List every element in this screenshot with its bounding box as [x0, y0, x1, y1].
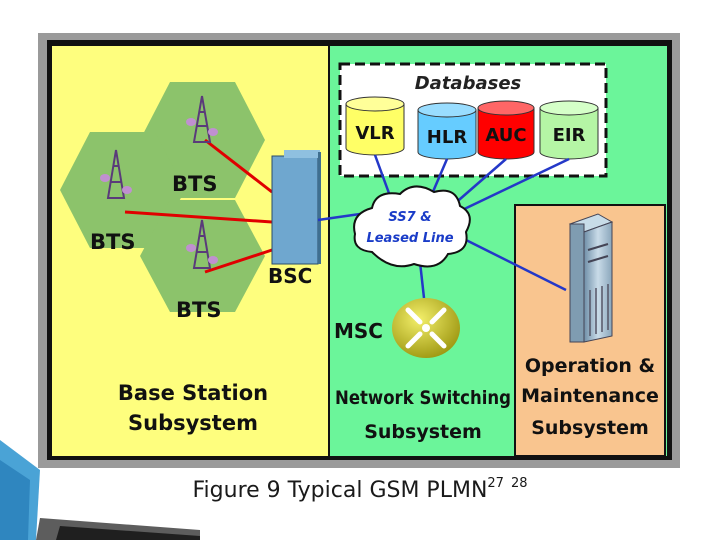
link-ss7-msc — [418, 261, 426, 299]
bts-label-bottom: BTS — [176, 298, 221, 322]
ss7-label-line2: Leased Line — [366, 231, 453, 246]
auc-label: AUC — [485, 125, 526, 146]
nss-label-line2: Subsystem — [364, 421, 482, 443]
link-bsc-ss7 — [317, 212, 361, 222]
bss-label-line2: Subsystem — [128, 411, 258, 435]
bts-cell-bottom — [140, 200, 265, 312]
msc-label: MSC — [334, 319, 383, 343]
bts-label-top: BTS — [172, 172, 217, 196]
oms-label-line2: Maintenance — [521, 385, 659, 407]
bts-tower-icon — [186, 95, 218, 143]
figure-caption: Figure 9 Typical GSM PLMN27 28 — [0, 476, 720, 503]
ss7-cloud — [353, 185, 471, 268]
link-bts-left-bsc — [124, 210, 273, 224]
databases-label: Databases — [415, 73, 522, 94]
oms-server-icon — [568, 213, 614, 343]
ss7-label-line1: SS7 & — [388, 210, 431, 225]
eir-label: EIR — [553, 125, 586, 146]
caption-ref-27: 27 — [487, 476, 504, 491]
link-ss7-oms — [457, 234, 567, 292]
vlr-database: VLR — [345, 96, 405, 156]
eir-database: EIR — [539, 100, 599, 160]
bts-tower-icon — [186, 219, 218, 269]
link-bts-top-bsc — [204, 138, 273, 194]
msc-switch-icon — [392, 298, 460, 358]
auc-database: AUC — [477, 100, 535, 160]
bss-label-line1: Base Station — [118, 381, 268, 405]
hlr-label: HLR — [427, 127, 468, 148]
link-bts-bottom-bsc — [204, 248, 273, 274]
hlr-database: HLR — [417, 102, 477, 160]
caption-ref-28: 28 — [510, 476, 528, 491]
link-eir-ss7 — [457, 157, 570, 214]
oms-label-line1: Operation & — [525, 355, 655, 377]
bsc-label: BSC — [268, 264, 312, 288]
bts-tower-icon — [100, 149, 132, 199]
link-hlr-ss7 — [430, 158, 449, 195]
caption-text: Figure 9 Typical GSM PLMN — [192, 478, 488, 503]
link-vlr-ss7 — [373, 154, 392, 197]
bsc-unit — [271, 150, 321, 265]
nss-label-line1: Network Switching — [335, 387, 511, 409]
bts-label-left: BTS — [90, 230, 135, 254]
oms-label-line3: Subsystem — [531, 417, 649, 439]
slide-corner-decoration — [0, 440, 200, 540]
vlr-label: VLR — [355, 123, 394, 144]
link-auc-ss7 — [451, 158, 507, 207]
